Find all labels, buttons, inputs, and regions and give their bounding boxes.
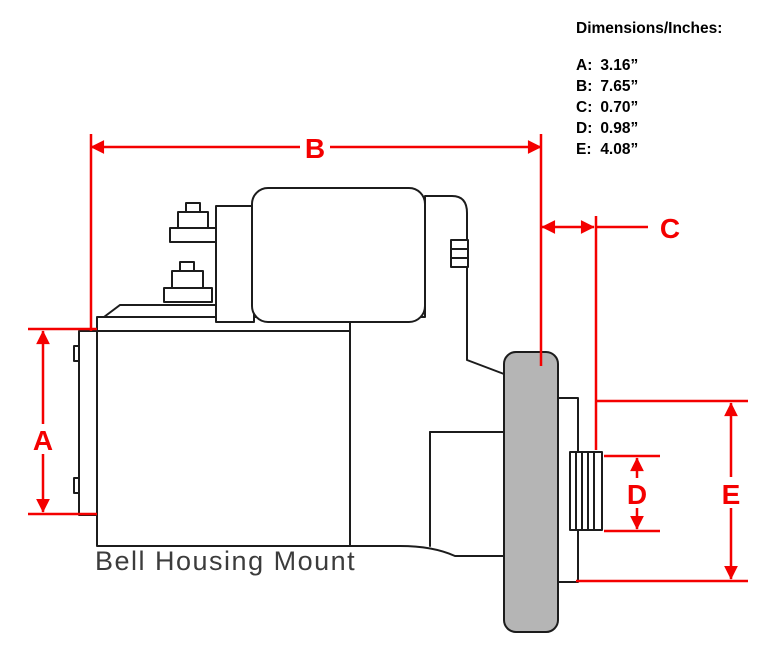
dimension-label-b: B (305, 133, 325, 164)
dimension-label-d: D (627, 479, 647, 510)
legend-item-d: D: 0.98” (576, 118, 722, 139)
dimension-e: E (576, 399, 748, 583)
dimension-a: A (28, 327, 97, 516)
legend-item-label: D: (576, 120, 593, 137)
legend-item-b: B: 7.65” (576, 76, 722, 97)
legend-item-label: B: (576, 78, 593, 95)
legend-title: Dimensions/Inches: (576, 20, 723, 37)
legend-item-value: 7.65” (600, 78, 639, 95)
legend-item-label: E: (576, 141, 592, 158)
motor-body (96, 304, 351, 547)
dimension-label-c: C (660, 213, 680, 244)
pinion-gear (569, 451, 603, 531)
legend-item-a: A: 3.16” (576, 55, 722, 76)
legend-item-value: 0.98” (600, 120, 639, 137)
dimension-b: B (89, 131, 543, 366)
starter-motor-drawing: Bell Housing Mount (73, 187, 603, 633)
dimensions-legend: Dimensions/Inches: A: 3.16” B: 7.65” C: … (576, 20, 722, 160)
terminal-bolts (163, 202, 217, 303)
dimension-d: D (604, 454, 660, 533)
motor-end-cap (73, 330, 100, 516)
legend-item-e: E: 4.08” (576, 139, 722, 160)
dimension-c: C (541, 213, 680, 450)
legend-item-value: 4.08” (600, 141, 639, 158)
drawing-caption: Bell Housing Mount (95, 546, 356, 576)
legend-item-value: 0.70” (600, 99, 639, 116)
housing-clip (450, 239, 469, 268)
legend-item-value: 3.16” (600, 57, 639, 74)
drive-housing (349, 195, 505, 557)
dimension-label-a: A (33, 425, 53, 456)
solenoid (215, 187, 426, 323)
dimension-label-e: E (722, 479, 741, 510)
legend-items: A: 3.16” B: 7.65” C: 0.70” D: 0.98” E: 4… (576, 55, 722, 160)
legend-item-c: C: 0.70” (576, 97, 722, 118)
mounting-flange (503, 351, 559, 633)
legend-item-label: C: (576, 99, 593, 116)
legend-item-label: A: (576, 57, 593, 74)
